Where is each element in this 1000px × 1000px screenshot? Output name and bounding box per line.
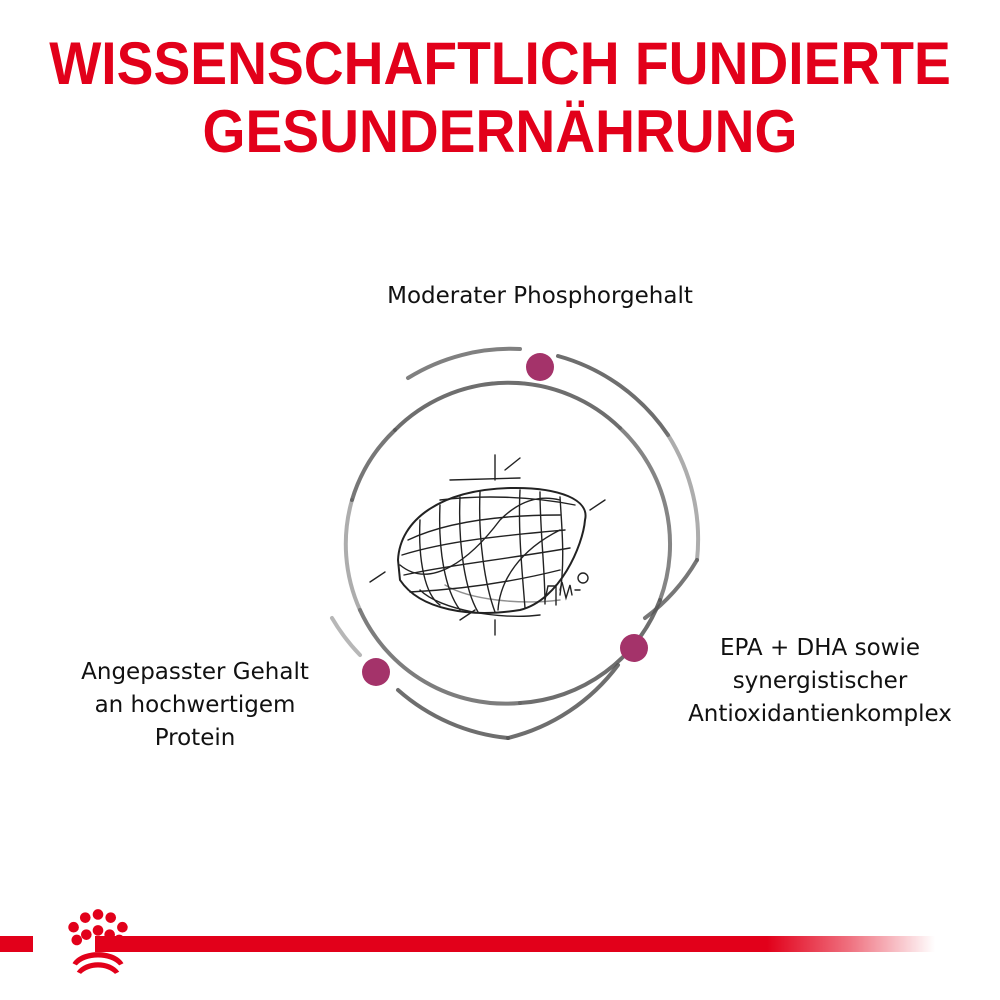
feature-text-line: Antioxidantienkomplex bbox=[688, 701, 952, 727]
feature-label-epa-dha: EPA + DHA sowie synergistischer Antioxid… bbox=[660, 632, 980, 731]
feature-text-line: EPA + DHA sowie bbox=[719, 635, 920, 661]
inner-ring bbox=[343, 380, 672, 706]
page-title-line-2: GESUNDERNÄHRUNG bbox=[202, 98, 798, 165]
feature-dot-left bbox=[362, 658, 390, 686]
page-title: WISSENSCHAFTLICH FUNDIERTE GESUNDERNÄHRU… bbox=[40, 30, 960, 166]
feature-label-phosphorus: Moderater Phosphorgehalt bbox=[340, 280, 740, 313]
kibble-sketch-icon bbox=[369, 454, 606, 636]
outer-ring bbox=[330, 346, 701, 740]
feature-label-protein: Angepasster Gehalt an hochwertigem Prote… bbox=[40, 656, 350, 755]
feature-dot-top bbox=[526, 353, 554, 381]
page-title-line-1: WISSENSCHAFTLICH FUNDIERTE bbox=[49, 30, 951, 97]
feature-text-line: synergistischer bbox=[732, 668, 908, 694]
feature-dot-right bbox=[620, 634, 648, 662]
feature-text-line: Protein bbox=[154, 725, 236, 751]
feature-text-line: Moderater Phosphorgehalt bbox=[387, 283, 693, 309]
footer-bar-right bbox=[95, 936, 935, 952]
footer-bar-left bbox=[0, 936, 33, 952]
feature-text-line: Angepasster Gehalt bbox=[81, 659, 309, 685]
feature-text-line: an hochwertigem bbox=[94, 692, 296, 718]
